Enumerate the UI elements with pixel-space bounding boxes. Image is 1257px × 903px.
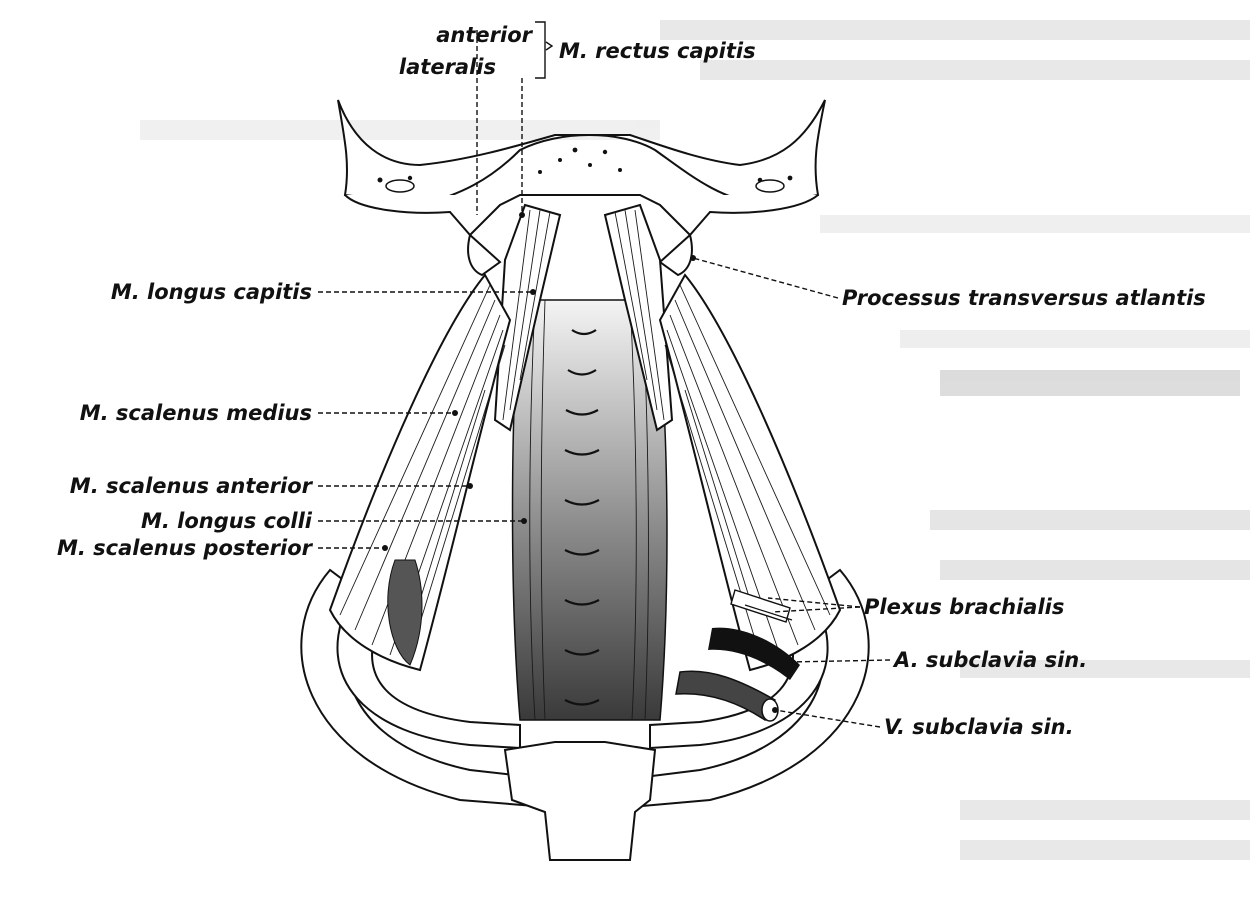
label-scalenus-posterior: M. scalenus posterior: [57, 536, 314, 560]
label-longus-capitis: M. longus capitis: [111, 280, 312, 304]
manubrium: [505, 742, 655, 860]
label-rectus-capitis: M. rectus capitis: [559, 39, 756, 63]
label-plexus-brachialis: Plexus brachialis: [864, 595, 1064, 619]
label-longus-colli: M. longus colli: [141, 509, 313, 533]
label-rectus-lateralis: lateralis: [399, 55, 496, 79]
subclavian-vein: [676, 671, 775, 720]
label-scalenus-anterior: M. scalenus anterior: [70, 474, 314, 498]
label-v-subclavia: V. subclavia sin.: [884, 715, 1074, 739]
label-a-subclavia: A. subclavia sin.: [892, 648, 1087, 672]
label-rectus-anterior: anterior: [436, 23, 533, 47]
label-scalenus-medius: M. scalenus medius: [80, 401, 312, 425]
scalene-muscles-left: [330, 275, 510, 670]
label-processus-transversus-atlantis: Processus transversus atlantis: [842, 286, 1206, 310]
